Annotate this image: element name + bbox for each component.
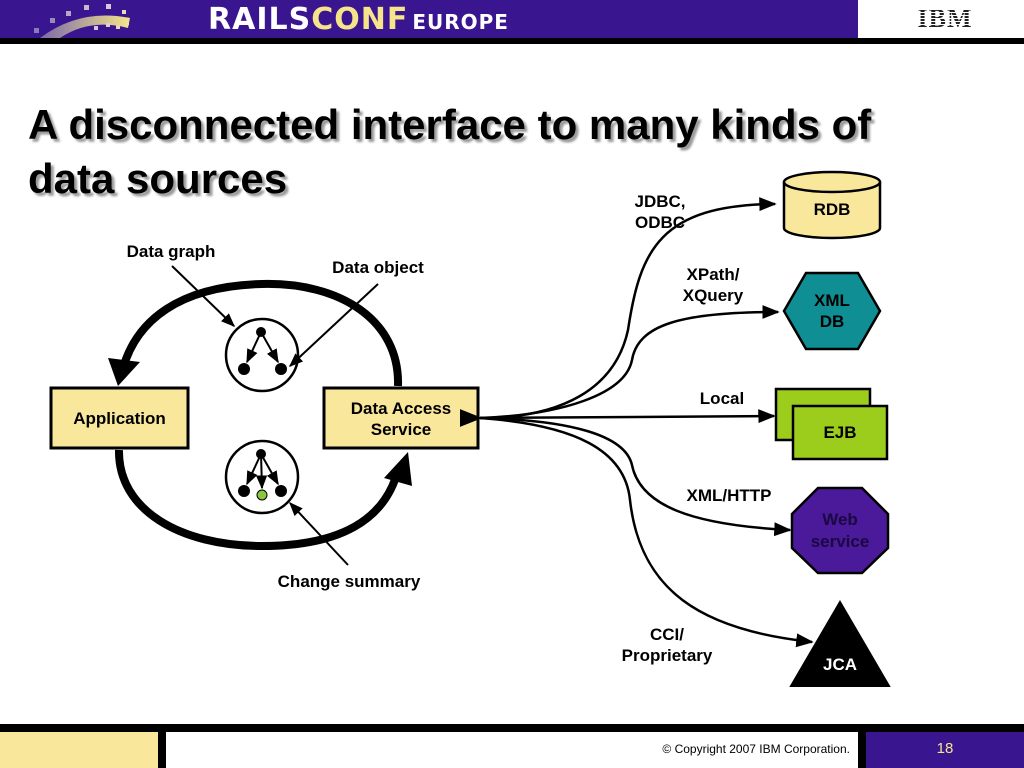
- footer-separator: [158, 732, 166, 768]
- footer-copyright-area: © Copyright 2007 IBM Corporation.: [166, 732, 860, 768]
- connection-xpath: [479, 305, 780, 420]
- copyright-text: © Copyright 2007 IBM Corporation.: [662, 742, 850, 756]
- page-number: 18: [936, 740, 954, 757]
- loop-arc-bottom: [114, 449, 412, 551]
- connection-local: [479, 409, 776, 424]
- jdbc-label-line-2: ODBC: [635, 213, 685, 232]
- data-graph-icon: [224, 317, 300, 393]
- xpath-label-line-1: XPath/: [687, 265, 740, 284]
- ibm-logo: IBM: [866, 4, 1024, 34]
- footer-accent-block: [0, 732, 158, 768]
- xmlhttp-label: XML/HTTP: [687, 486, 772, 505]
- jca-label: JCA: [823, 655, 857, 674]
- das-label-line-1: Data Access: [351, 399, 452, 418]
- brand-rails: RAILS: [208, 2, 312, 37]
- header-divider: [0, 38, 1024, 44]
- xmldb-label-line-2: DB: [820, 312, 845, 331]
- web-service-label-line-1: Web: [822, 510, 858, 529]
- application-box[interactable]: Application: [49, 386, 190, 450]
- jdbc-label-line-1: JDBC,: [634, 192, 685, 211]
- footer-divider: [0, 724, 1024, 732]
- loop-arrowhead-left: [108, 358, 140, 386]
- connection-cci: [479, 416, 814, 648]
- data-object-callout: Data object: [332, 258, 424, 277]
- data-object-pointer: [288, 283, 379, 367]
- ejb-label: EJB: [823, 423, 856, 442]
- xmldb-label-line-1: XML: [814, 291, 850, 310]
- data-graph-pointer: [171, 265, 236, 327]
- das-label-line-2: Service: [371, 420, 432, 439]
- title-line-2: data sources: [28, 155, 288, 202]
- change-summary-pointer: [289, 501, 349, 566]
- xpath-label-line-2: XQuery: [683, 286, 744, 305]
- xml-db-node[interactable]: XML DB: [782, 271, 882, 351]
- rdb-label: RDB: [814, 200, 851, 219]
- change-summary-callout: Change summary: [278, 572, 421, 591]
- local-label: Local: [700, 389, 744, 408]
- changed-node-icon: [256, 489, 268, 501]
- railsconf-logo-icon: [34, 4, 130, 38]
- jca-node[interactable]: JCA: [789, 600, 891, 687]
- rdb-node[interactable]: RDB: [782, 170, 882, 240]
- data-access-service-box[interactable]: Data Access Service: [322, 386, 480, 450]
- change-summary-icon: [224, 439, 300, 515]
- data-graph-callout: Data graph: [127, 242, 216, 261]
- cci-label-line-1: CCI/: [650, 625, 684, 644]
- footer-page-block: 18: [866, 732, 1024, 768]
- brand-europe: EUROPE: [412, 10, 509, 34]
- connection-xmlhttp: [479, 416, 792, 537]
- brand-conf: CONF: [311, 2, 409, 37]
- connection-jdbc: [459, 197, 777, 428]
- slide-title: A disconnected interface to many kinds o…: [28, 98, 988, 206]
- ibm-logo-box: IBM: [866, 0, 1024, 38]
- footer-separator-2: [858, 732, 866, 768]
- cci-label-line-2: Proprietary: [622, 646, 713, 665]
- web-service-label-line-2: service: [811, 532, 870, 551]
- ejb-node[interactable]: EJB: [774, 387, 889, 461]
- application-label: Application: [73, 409, 166, 428]
- loop-arc-top: [108, 279, 403, 387]
- loop-arrowhead-right: [384, 452, 412, 486]
- web-service-node[interactable]: Web service: [790, 486, 890, 575]
- title-line-1: A disconnected interface to many kinds o…: [28, 101, 872, 148]
